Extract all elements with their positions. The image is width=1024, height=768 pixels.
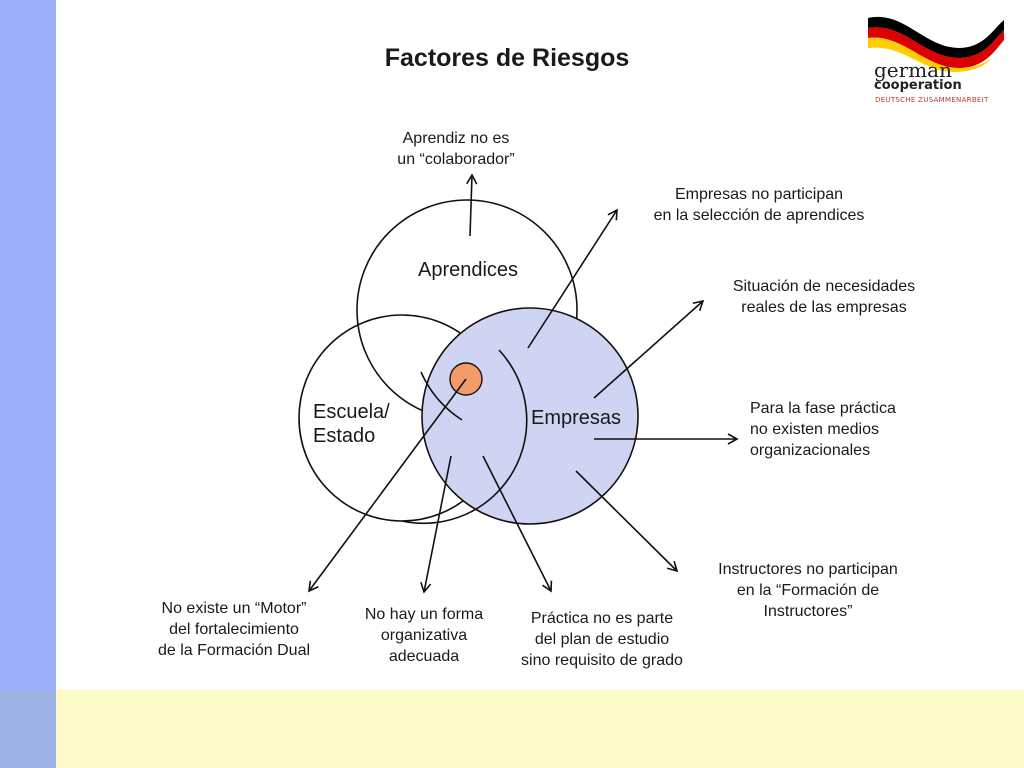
risk-label-instructores: Instructores no participan en la “Formac… (694, 559, 922, 622)
side-accent-corner (0, 690, 56, 768)
risk-label-line: No existe un “Motor” (161, 600, 307, 617)
risk-label-line: adecuada (388, 648, 460, 665)
risk-label-fase-practica: Para la fase práctica no existen medios … (750, 398, 950, 461)
risk-label-line: Instructores no participan (718, 561, 898, 578)
german-flag-icon (868, 16, 1004, 72)
risk-label-line: un “colaborador” (397, 151, 515, 168)
risk-label-line: Para la fase práctica (750, 400, 896, 417)
logo-text-german: german (874, 58, 952, 82)
page-title: Factores de Riesgos (384, 44, 630, 72)
risk-label-aprendiz: Aprendiz no es un “colaborador” (376, 128, 536, 170)
risk-label-line: organizacionales (750, 442, 871, 459)
arrow-aprendiz (466, 173, 478, 237)
bottom-accent-band (0, 690, 1024, 768)
risk-label-line: Instructores” (763, 603, 853, 620)
arrow-seleccion (527, 208, 618, 349)
risk-label-line: del plan de estudio (534, 631, 670, 648)
risk-label-motor: No existe un “Motor” del fortalecimiento… (134, 598, 334, 661)
risk-label-line: del fortalecimiento (169, 621, 299, 638)
circle-label-aprendices: Aprendices (418, 259, 519, 281)
risk-label-line: Aprendiz no es (402, 130, 510, 147)
arrow-practica (482, 455, 553, 593)
logo-text-cooperation: cooperation (874, 78, 962, 93)
circle-aprendices-overlay-arc (420, 371, 463, 421)
risk-label-line: no existen medios (750, 421, 879, 438)
risk-label-seleccion: Empresas no participan en la selección d… (618, 184, 900, 226)
risk-label-line: en la selección de aprendices (653, 207, 865, 224)
risk-label-line: organizativa (380, 627, 468, 644)
risk-label-practica: Práctica no es parte del plan de estudio… (496, 608, 708, 671)
circle-label-escuela-line2: Estado (313, 425, 376, 447)
risk-label-line: No hay un forma (364, 606, 484, 623)
arrow-necesidades (593, 299, 705, 399)
circle-escuela-overlay-arc (401, 349, 528, 525)
risk-label-line: Empresas no participan (674, 186, 844, 203)
circle-label-empresas: Empresas (531, 407, 622, 429)
arrow-forma (420, 455, 452, 594)
risk-label-line: reales de las empresas (741, 299, 907, 316)
risk-label-forma: No hay un forma organizativa adecuada (344, 604, 504, 667)
risk-label-line: Práctica no es parte (530, 610, 674, 627)
logo-text-deutsche: DEUTSCHE ZUSAMMENARBEIT (875, 96, 989, 104)
risk-label-line: Situación de necesidades (732, 278, 916, 295)
arrow-instructores (575, 470, 679, 573)
risk-label-line: en la “Formación de (736, 582, 880, 599)
arrow-motor (308, 378, 467, 593)
risk-label-line: sino requisito de grado (521, 652, 683, 669)
circle-label-escuela-line1: Escuela/ (313, 401, 390, 423)
risk-label-line: de la Formación Dual (157, 642, 311, 659)
side-accent-bar (0, 0, 56, 768)
risk-label-necesidades: Situación de necesidades reales de las e… (704, 276, 944, 318)
circle-empresas (421, 307, 639, 525)
